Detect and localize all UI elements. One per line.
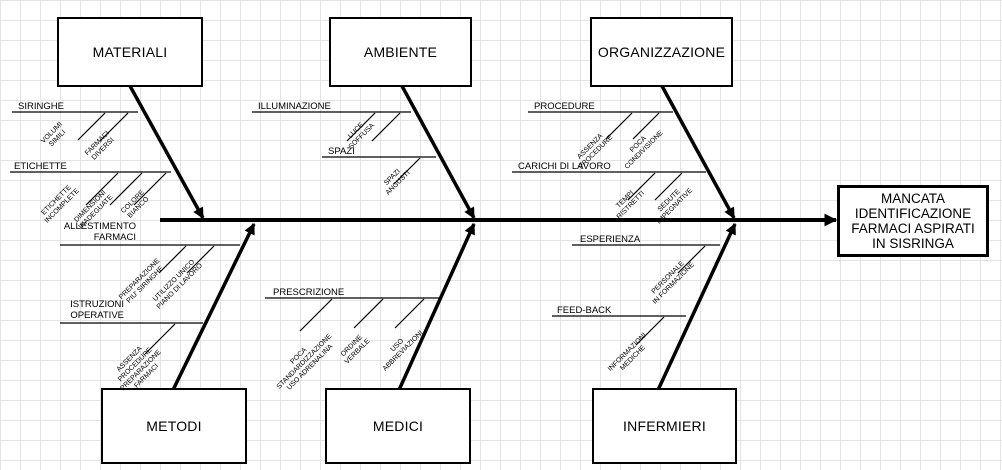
sub-line: [654, 172, 683, 201]
sub-line: [394, 298, 425, 329]
category-box-metodi[interactable]: METODI: [101, 388, 247, 464]
category-label: MATERIALI: [92, 44, 168, 60]
cause-line: FARMACI: [93, 232, 136, 243]
bone-materiali: [128, 85, 205, 219]
cause-line: ALLESTIMENTO: [63, 221, 136, 232]
cause-istruzioni-operative: ISTRUZIONI OPERATIVE: [62, 299, 124, 321]
cause-line: ISTRUZIONI: [70, 299, 124, 310]
cause-procedure: PROCEDURE: [534, 101, 595, 112]
bone-organizzazione: [660, 85, 736, 219]
category-box-medici[interactable]: MEDICI: [325, 388, 471, 464]
effect-box[interactable]: MANCATA IDENTIFICAZIONE FARMACI ASPIRATI…: [837, 185, 989, 257]
bone-ambiente: [400, 85, 476, 219]
cause-prescrizione: PRESCRIZIONE: [273, 287, 345, 298]
sub-line: [605, 112, 633, 140]
sub-line: [85, 172, 119, 206]
cause-spazi: SPAZI: [328, 146, 355, 157]
effect-line: IN SISRINGA: [872, 236, 954, 251]
category-label: METODI: [146, 418, 202, 434]
bone-infermieri: [656, 222, 737, 391]
sub-line: [627, 172, 656, 201]
sub-line: [99, 112, 129, 142]
sub-line: [393, 157, 421, 185]
sub-line: [158, 245, 187, 274]
bone-metodi: [171, 222, 256, 391]
cause-siringhe: SIRINGHE: [18, 101, 64, 112]
sub-line: [371, 112, 401, 142]
category-box-organizzazione[interactable]: ORGANIZZAZIONE: [590, 17, 733, 87]
cause-carichi-di-lavoro: CARICHI DI LAVORO: [518, 161, 611, 172]
category-box-ambiente[interactable]: AMBIENTE: [329, 17, 472, 87]
cause-etichette: ETICHETTE: [14, 161, 67, 172]
effect-line: MANCATA: [881, 191, 945, 206]
effect-line: IDENTIFICAZIONE: [854, 206, 972, 221]
sub-line: [186, 245, 215, 274]
category-box-infermieri[interactable]: INFERMIERI: [592, 388, 737, 464]
category-label: MEDICI: [372, 418, 424, 434]
category-label: INFERMIERI: [623, 418, 706, 434]
sub-line: [133, 172, 167, 206]
bone-medici: [397, 222, 476, 391]
cause-allestimento-farmaci: ALLESTIMENTO FARMACI: [62, 221, 136, 243]
sub-line: [677, 245, 706, 274]
sub-line: [346, 112, 376, 142]
sub-line: [635, 316, 665, 346]
sub-line: [144, 323, 176, 355]
category-label: ORGANIZZAZIONE: [597, 44, 726, 60]
sub-line: [632, 112, 660, 140]
cause-illuminazione: ILLUMINAZIONE: [258, 101, 331, 112]
sub-line: [109, 172, 143, 206]
cause-line: OPERATIVE: [70, 310, 124, 321]
cause-esperienza: ESPERIENZA: [580, 234, 641, 245]
cause-feed-back: FEED-BACK: [557, 305, 612, 316]
sub-line: [299, 298, 333, 332]
category-box-materiali[interactable]: MATERIALI: [57, 17, 203, 87]
effect-text: MANCATA IDENTIFICAZIONE FARMACI ASPIRATI…: [851, 191, 975, 251]
sub-line: [77, 112, 106, 141]
sub-line: [353, 298, 384, 329]
category-label: AMBIENTE: [363, 44, 438, 60]
effect-line: FARMACI ASPIRATI: [851, 221, 975, 236]
